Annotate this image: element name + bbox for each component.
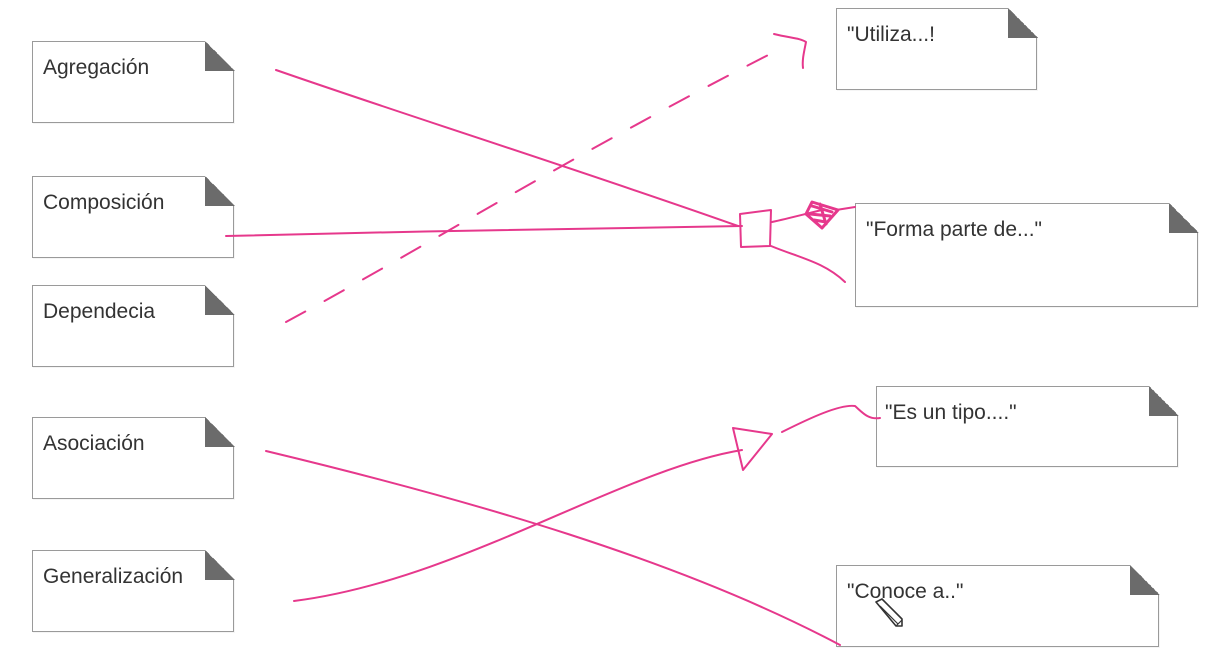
ink-triangle-shape <box>732 427 773 471</box>
note-utiliza[interactable]: "Utiliza...! <box>836 7 1038 90</box>
note-label: "Utiliza...! <box>847 23 935 46</box>
note-label: Dependecia <box>43 300 156 323</box>
note-fold-icon <box>1007 7 1038 38</box>
note-fold-icon <box>204 284 235 315</box>
ink-line-to-forma <box>835 206 856 211</box>
note-label: Generalización <box>43 565 183 588</box>
ink-line-asociacion <box>265 450 841 646</box>
note-es-un-tipo[interactable]: "Es un tipo...." <box>876 385 1179 467</box>
note-asociacion[interactable]: Asociación <box>32 416 235 499</box>
note-label: Asociación <box>43 432 145 455</box>
ink-line-to-es-un-tipo <box>781 404 881 433</box>
ink-dashed-dependencia <box>285 47 783 323</box>
ink-line-generalizacion <box>293 449 743 602</box>
note-label: "Forma parte de..." <box>866 218 1042 241</box>
ink-arrowhead-utiliza <box>773 33 807 69</box>
ink-line-agregacion <box>275 69 739 227</box>
note-label: "Conoce a.." <box>847 580 964 603</box>
note-dependencia[interactable]: Dependecia <box>32 284 235 367</box>
ink-line-lower-branch <box>770 245 846 283</box>
note-fold-icon <box>204 549 235 580</box>
note-generalizacion[interactable]: Generalización <box>32 549 235 632</box>
ink-diamond-shape <box>739 209 772 248</box>
note-fold-icon <box>1129 564 1160 595</box>
note-fold-icon <box>204 40 235 71</box>
note-fold-icon <box>204 416 235 447</box>
note-fold-icon <box>204 175 235 206</box>
ink-line-diamond-to-note <box>771 209 823 223</box>
note-fold-icon <box>1168 202 1199 233</box>
ink-line-composicion <box>225 225 743 237</box>
note-forma-parte[interactable]: "Forma parte de..." <box>855 202 1199 307</box>
note-agregacion[interactable]: Agregación <box>32 40 235 123</box>
note-fold-icon <box>1148 385 1179 416</box>
note-label: "Es un tipo...." <box>885 401 1017 424</box>
note-label: Agregación <box>43 56 150 79</box>
note-composicion[interactable]: Composición <box>32 175 235 258</box>
ink-filled-diamond <box>804 200 840 230</box>
note-label: Composición <box>43 191 165 214</box>
pencil-cursor-icon <box>875 598 903 627</box>
